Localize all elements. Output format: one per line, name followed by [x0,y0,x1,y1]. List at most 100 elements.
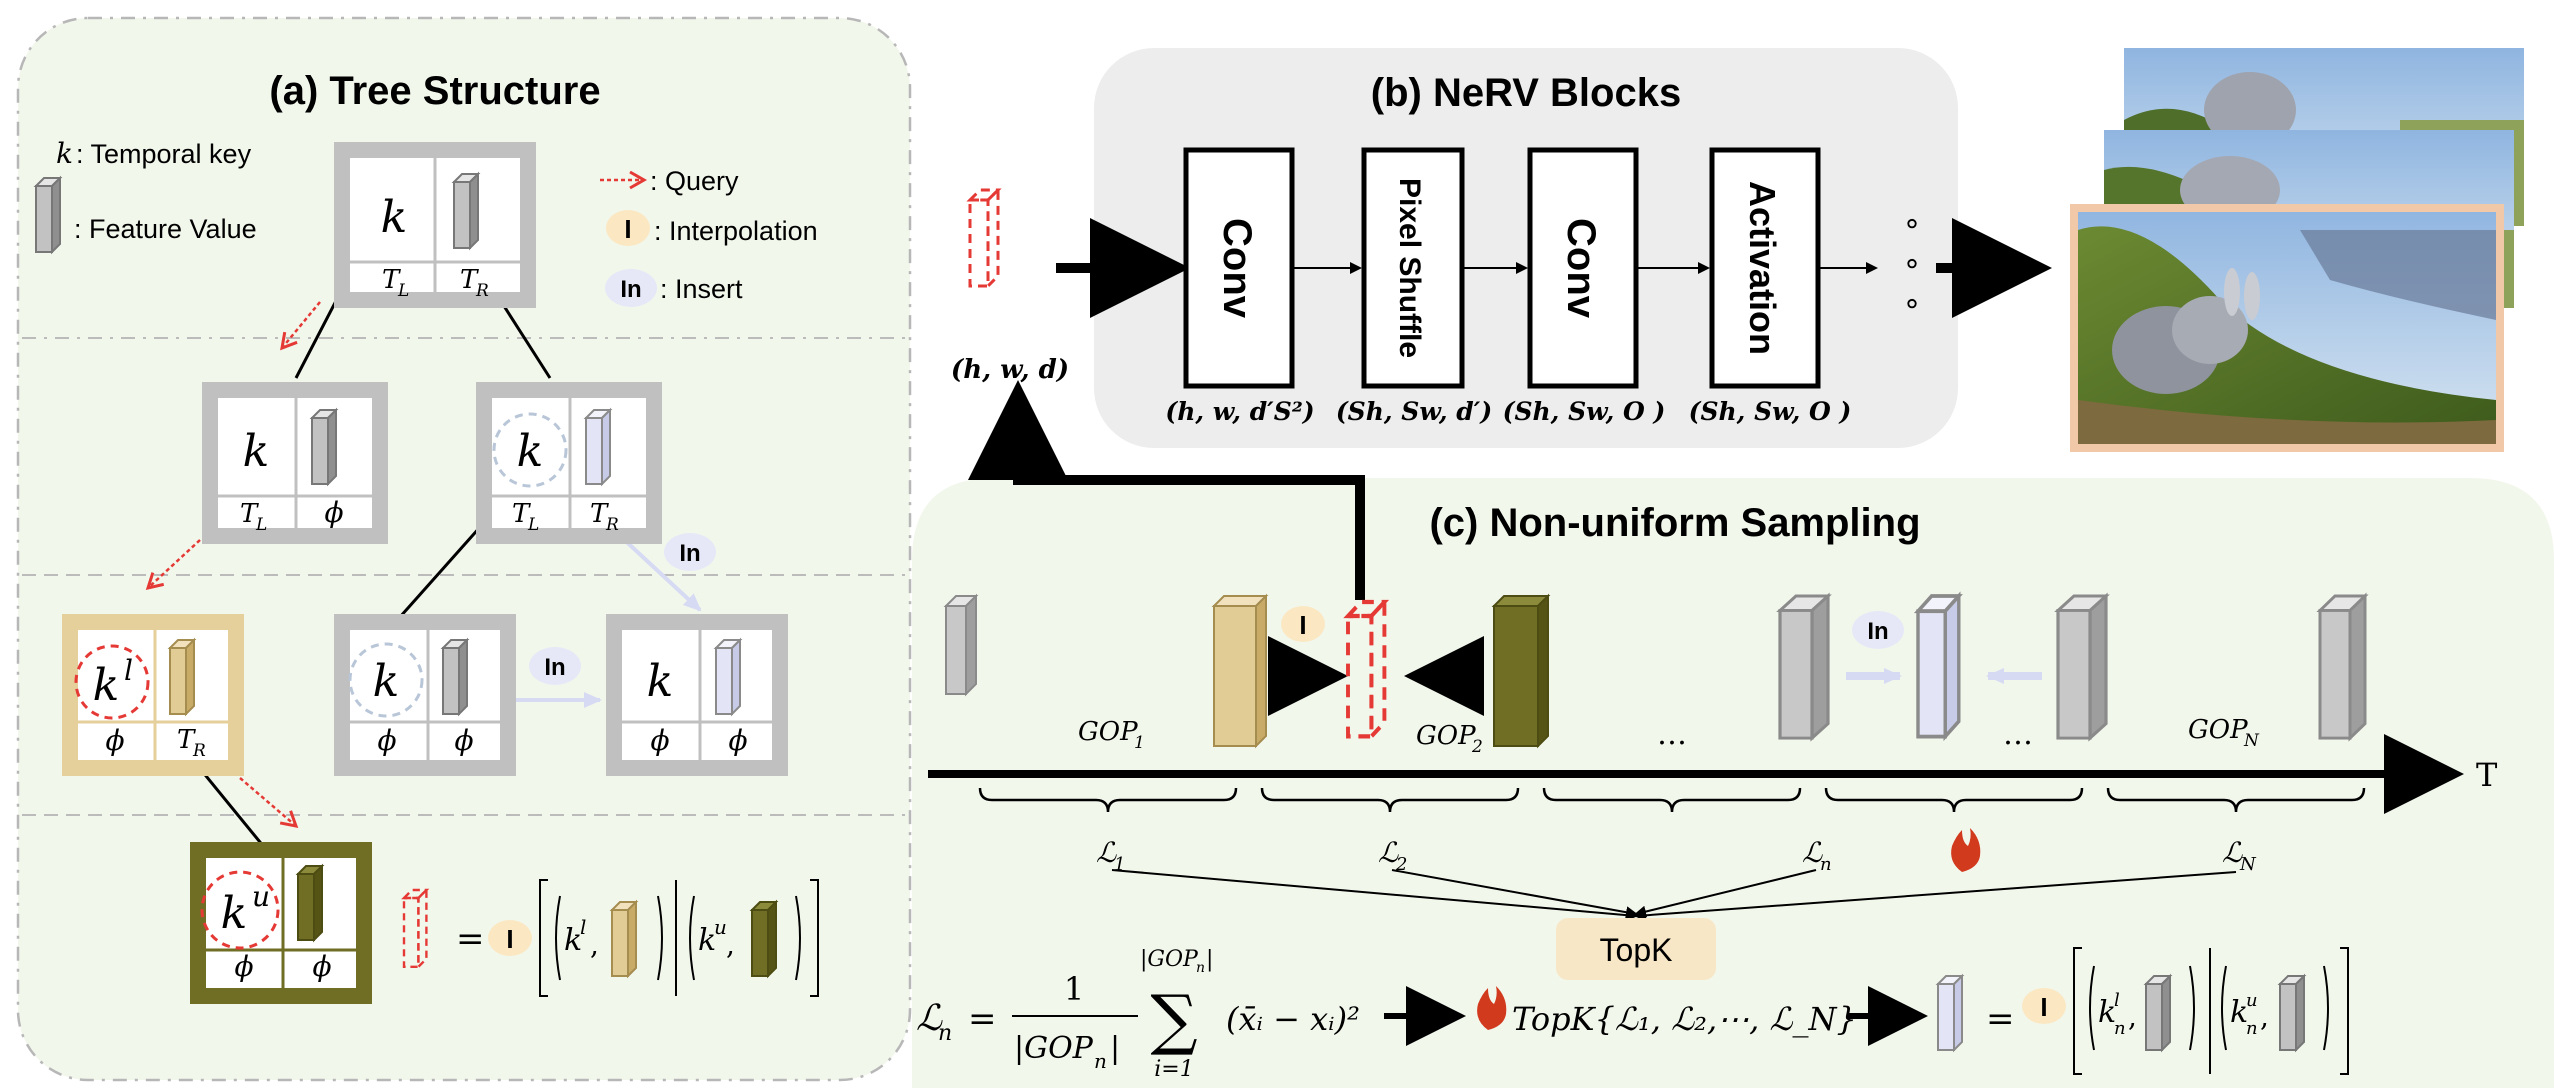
frame-feature-olive-icon [1491,593,1551,749]
svg-text:ϕ: ϕ [324,496,343,529]
block-dims: (Sh, Sw, O ) [1689,397,1852,426]
insert-badge: In [664,533,716,571]
feature-value-icon [715,639,741,715]
svg-text:n: n [1820,854,1832,875]
svg-text:R: R [192,741,206,761]
svg-text:1: 1 [1134,733,1145,753]
svg-text:ℒ: ℒ [916,998,943,1039]
svg-text:n: n [2114,1018,2126,1039]
svg-text:∘: ∘ [1903,247,1922,280]
query-circle [200,870,280,950]
feature-value-icon [2279,975,2305,1051]
svg-text:k: k [243,426,270,477]
svg-text:Activation: Activation [1742,181,1783,355]
svg-text:=: = [456,919,485,959]
svg-text:∘: ∘ [1903,287,1922,320]
svg-text:,: , [2128,1000,2137,1033]
svg-text:T: T [590,499,609,529]
svg-text:k: k [221,888,248,939]
svg-text:I: I [624,214,631,244]
query-arrow [239,777,299,828]
svg-text:k: k [2098,995,2116,1030]
svg-text:TopK: TopK [1600,932,1673,968]
svg-text:1: 1 [1064,970,1084,1008]
svg-text:T: T [240,499,259,529]
ellipsis: … [2003,717,2033,752]
svg-text:l: l [2114,990,2120,1011]
loss-label: ℒ n [1802,836,1832,875]
tree-node-level2-middle: k ϕ ϕ [334,614,516,776]
svg-text:: Insert: : Insert [660,274,743,304]
panel-c-non-uniform-sampling: (c) Non-uniform Sampling I In [912,380,2554,1088]
interp-badge: I [1281,606,1325,642]
legend-insert: In : Insert [605,269,743,307]
gop-brace [1824,787,2084,813]
svg-text:ℒ: ℒ [1378,836,1399,869]
svg-text:T: T [460,265,479,295]
svg-text:: Query: : Query [650,166,739,196]
interpolation-badge [2022,988,2066,1024]
svg-text:ϕ: ϕ [312,950,331,983]
query-circle [348,642,424,718]
gop-label: GOP 1 [1078,717,1145,753]
svg-text:2: 2 [1395,854,1407,875]
feature-value-icon [585,409,611,485]
feature-value-icon [611,901,637,977]
query-arrow [145,539,201,591]
svg-text:(x̄ᵢ − xᵢ)²: (x̄ᵢ − xᵢ)² [1226,1000,1360,1038]
svg-text:l: l [580,915,586,939]
gop-brace [2106,787,2366,813]
svg-text:k: k [381,192,408,243]
svg-text:,: , [726,928,735,961]
video-frame-front [2070,204,2504,452]
svg-text:u: u [252,880,270,913]
svg-text:n: n [1094,1049,1107,1073]
loss-label: ℒ 1 [1096,836,1125,875]
legend-query: : Query [600,166,739,196]
svg-text:k: k [93,660,120,711]
svg-text:k: k [56,137,73,170]
feature-value-icon [751,901,777,977]
feature-value-icon [169,639,195,715]
loss-arrow [1391,869,1638,919]
svg-text:GOP: GOP [1416,721,1476,751]
gop-label: GOP 2 [1416,721,1483,757]
interpolation-badge [606,210,650,246]
svg-text:|GOP: |GOP [1014,1031,1094,1066]
svg-text:|: | [1206,947,1213,972]
feature-value-icon [2145,975,2171,1051]
svg-text:k: k [373,656,400,707]
frame-feature-icon [1778,594,1830,740]
block-dims: (h, w, d′S²) [1165,397,1314,426]
svg-text:T: T [512,499,531,529]
gop-label: GOP N [2188,715,2260,751]
flame-icon [1477,986,1507,1030]
svg-text:k: k [698,923,716,958]
svg-text:n: n [938,1021,952,1046]
tree-node-level3: k u ϕ ϕ [190,842,372,1004]
svg-text:k: k [564,923,582,958]
svg-text:R: R [475,281,489,301]
svg-text:In: In [679,540,700,567]
svg-text:R: R [605,515,619,535]
tree-node-level2-left: k l ϕ T R [62,614,244,776]
inserted-feature-icon [1937,975,1963,1051]
svg-text:=: = [1986,999,2015,1039]
nerv-block-conv-2: Conv (Sh, Sw, O ) [1503,147,1665,426]
feature-value-icon [311,409,337,485]
interpolation-badge [488,920,532,956]
svg-text:u: u [2246,990,2258,1011]
svg-text:GOP: GOP [1078,717,1138,747]
svg-text:ℒ: ℒ [2222,836,2243,869]
continuation-dots: ∘ ∘ ∘ [1903,207,1922,320]
svg-text:u: u [714,915,727,939]
svg-text:∑: ∑ [1150,981,1197,1058]
svg-text:2: 2 [1471,737,1483,757]
svg-text:i=1: i=1 [1154,1057,1193,1082]
frame-feature-icon [945,595,977,695]
svg-text:=: = [968,999,997,1039]
inserted-feature-icon [1916,594,1961,739]
svg-text:L: L [397,281,409,301]
svg-text:ℒ: ℒ [1802,836,1823,869]
